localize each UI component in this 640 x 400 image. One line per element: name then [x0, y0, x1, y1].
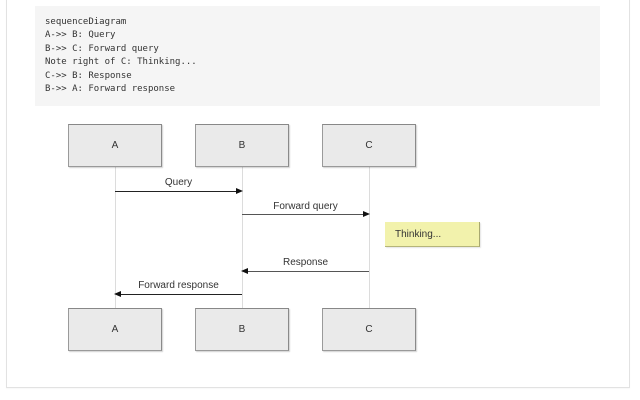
- actor-label: C: [365, 140, 373, 151]
- actor-b-top: B: [195, 124, 289, 167]
- code-block: sequenceDiagram A->> B: Query B->> C: Fo…: [35, 6, 600, 106]
- arrow-head-icon: [241, 268, 248, 274]
- message-arrow-line: [248, 271, 369, 272]
- code-line: B->> A: Forward response: [45, 84, 176, 95]
- actor-c-top: C: [322, 124, 416, 167]
- lifeline-a: [115, 166, 116, 309]
- code-line: A->> B: Query: [45, 30, 116, 41]
- message-label: Forward response: [138, 280, 219, 291]
- code-line: B->> C: Forward query: [45, 43, 159, 54]
- message-label: Query: [164, 177, 193, 188]
- actor-label: A: [111, 324, 119, 335]
- actor-label: B: [238, 140, 246, 151]
- lifeline-c: [369, 166, 370, 309]
- message-arrow-line: [115, 191, 236, 192]
- actor-a-top: A: [68, 124, 162, 167]
- arrow-head-icon: [363, 211, 370, 217]
- code-line: sequenceDiagram: [45, 17, 127, 27]
- actor-c-bottom: C: [322, 308, 416, 351]
- arrow-head-icon: [236, 188, 243, 194]
- actor-b-bottom: B: [195, 308, 289, 351]
- arrow-head-icon: [114, 291, 121, 297]
- actor-label: A: [111, 140, 119, 151]
- actor-label: C: [365, 324, 373, 335]
- message-arrow-line: [121, 294, 242, 295]
- code-line: Note right of C: Thinking...: [45, 57, 197, 68]
- lifeline-b: [242, 166, 243, 309]
- actor-label: B: [238, 324, 246, 335]
- code-line: C->> B: Response: [45, 70, 132, 81]
- message-label: Forward query: [273, 201, 338, 212]
- message-label: Response: [282, 257, 329, 268]
- message-arrow-line: [242, 214, 363, 215]
- actor-a-bottom: A: [68, 308, 162, 351]
- note-thinking: Thinking...: [385, 222, 480, 247]
